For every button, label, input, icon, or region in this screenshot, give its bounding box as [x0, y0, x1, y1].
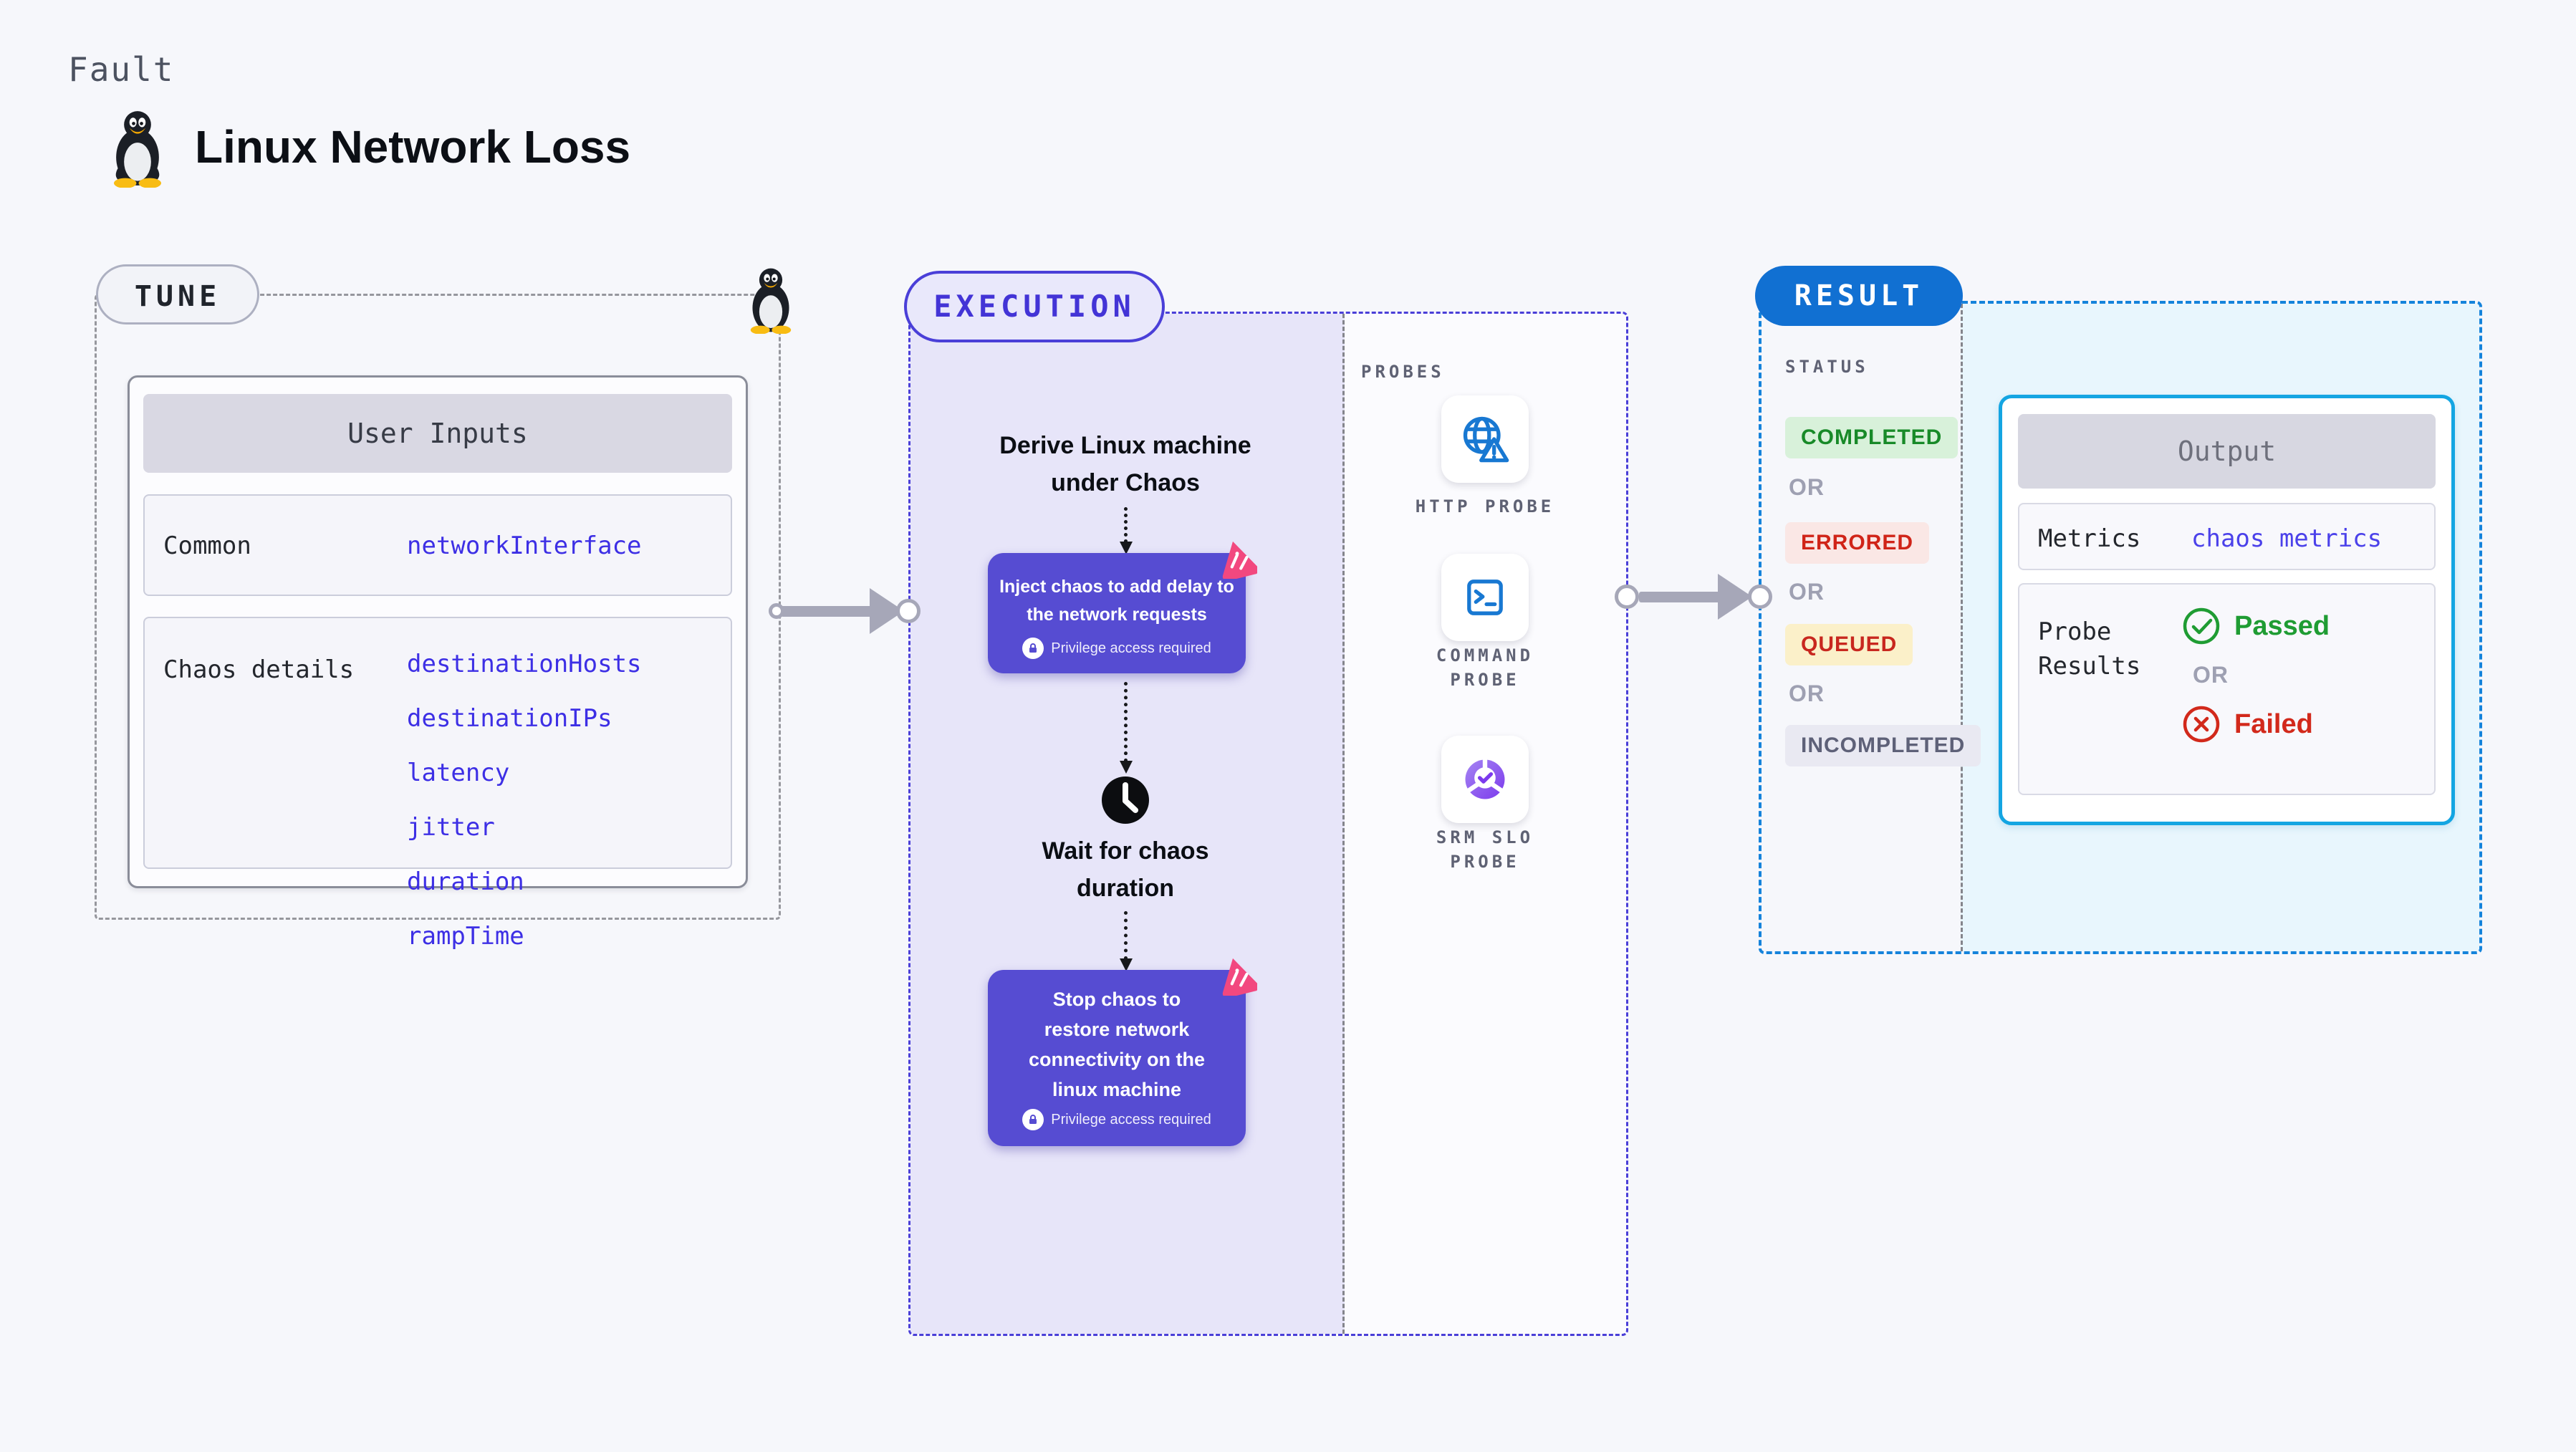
chaos-icon	[1222, 541, 1257, 579]
wait-step-text: Wait for chaos duration	[975, 832, 1276, 907]
tux-icon	[114, 111, 161, 188]
command-probe-card	[1441, 554, 1529, 641]
metrics-row: Metrics chaos metrics	[2018, 503, 2436, 570]
chaos-value: latency	[407, 759, 510, 787]
passed-label: Passed	[2234, 610, 2330, 641]
node-text: restore network	[1044, 1019, 1190, 1040]
node-text: Stop chaos to	[1052, 989, 1181, 1010]
privilege-note: Privilege access required	[988, 1109, 1246, 1130]
srm-slo-probe-card	[1441, 736, 1529, 823]
chaos-icon	[1222, 958, 1257, 996]
table-row-common: Common networkInterface	[143, 494, 732, 596]
clock-icon	[1102, 777, 1149, 824]
derive-line: under Chaos	[1051, 469, 1200, 496]
lock-icon	[1022, 1109, 1044, 1130]
connector-dot	[896, 599, 921, 623]
privilege-label: Privilege access required	[1051, 1111, 1211, 1128]
stop-chaos-node: Stop chaos to restore network connectivi…	[988, 958, 1257, 1146]
or-separator: OR	[1789, 474, 1825, 500]
flow-arrow-line	[1639, 592, 1722, 602]
status-badge-incompleted: INCOMPLETED	[1785, 725, 1981, 766]
metrics-label: Metrics	[2038, 524, 2141, 553]
or-separator: OR	[1789, 579, 1825, 605]
derive-line: Derive Linux machine	[999, 432, 1251, 459]
wait-line: Wait for chaos	[1042, 837, 1209, 865]
probe-results-label: Probe Results	[2038, 617, 2141, 681]
probes-title: PROBES	[1361, 362, 1445, 382]
inject-chaos-node: Inject chaos to add delay to the network…	[988, 541, 1257, 673]
output-card: Output Metrics chaos metrics Probe Resul…	[1999, 395, 2455, 825]
table-row-chaos-details: Chaos details destinationHosts destinati…	[143, 617, 732, 951]
command-probe-label: COMMAND PROBE	[1436, 645, 1534, 690]
chaos-value: destinationHosts	[407, 650, 642, 678]
chaos-value: destinationIPs	[407, 704, 612, 733]
srm-slo-probe-label: SRM SLO PROBE	[1436, 827, 1534, 872]
or-separator: OR	[2193, 662, 2229, 688]
wait-line: duration	[1077, 875, 1174, 902]
connector-dot	[1748, 585, 1772, 609]
tune-badge: TUNE	[96, 264, 259, 324]
chaos-value: rampTime	[407, 922, 524, 951]
chaos-value: duration	[407, 867, 524, 896]
node-text: Inject chaos to add delay to	[999, 577, 1234, 597]
connector-dot	[769, 603, 784, 619]
or-separator: OR	[1789, 681, 1825, 706]
flow-arrow-line	[781, 606, 873, 617]
node-text: connectivity on the	[1028, 1049, 1206, 1070]
probe-results-row: Probe Results Passed OR Failed	[2018, 583, 2436, 795]
failed-verdict: Failed	[2181, 704, 2330, 744]
down-arrow	[1120, 507, 1133, 554]
page-title: Linux Network Loss	[195, 121, 631, 173]
user-inputs-title: User Inputs	[143, 394, 732, 473]
output-title: Output	[2018, 414, 2436, 489]
privilege-label: Privilege access required	[1051, 640, 1211, 656]
probe-results-values: Passed OR Failed	[2181, 606, 2330, 744]
derive-step-text: Derive Linux machine under Chaos	[975, 427, 1276, 501]
fault-kicker: Fault	[68, 50, 175, 89]
failed-label: Failed	[2234, 708, 2313, 739]
node-text: the network requests	[1027, 605, 1207, 625]
status-badge-queued: QUEUED	[1785, 624, 1913, 665]
row-label: Chaos details	[163, 655, 355, 684]
privilege-note: Privilege access required	[988, 638, 1246, 659]
chaos-value: jitter	[407, 813, 495, 842]
row-value: networkInterface	[407, 532, 642, 560]
execution-badge: EXECUTION	[904, 271, 1165, 342]
metrics-value: chaos metrics	[2191, 524, 2383, 553]
down-arrow	[1120, 682, 1133, 774]
connector-dot	[1615, 585, 1639, 609]
lock-icon	[1022, 638, 1044, 659]
http-probe-card	[1441, 395, 1529, 483]
result-badge: RESULT	[1755, 266, 1963, 326]
down-arrow	[1120, 911, 1133, 971]
status-badge-errored: ERRORED	[1785, 522, 1930, 564]
terminal-icon	[1467, 580, 1503, 615]
globe-alert-icon	[1463, 416, 1509, 463]
check-circle-icon	[2183, 607, 2220, 645]
flow-arrow-head	[1718, 574, 1752, 620]
x-circle-icon	[2183, 706, 2220, 743]
tux-icon	[750, 268, 792, 334]
slo-gauge-icon	[1464, 757, 1506, 799]
status-badge-completed: COMPLETED	[1785, 417, 1959, 458]
row-label: Common	[163, 532, 251, 560]
http-probe-label: HTTP PROBE	[1415, 496, 1555, 516]
node-text: linux machine	[1052, 1079, 1182, 1100]
row-values: destinationHosts destinationIPs latency …	[407, 637, 642, 963]
passed-verdict: Passed	[2181, 606, 2330, 646]
status-title: STATUS	[1785, 357, 1869, 377]
execution-flow-panel	[910, 314, 1345, 1334]
